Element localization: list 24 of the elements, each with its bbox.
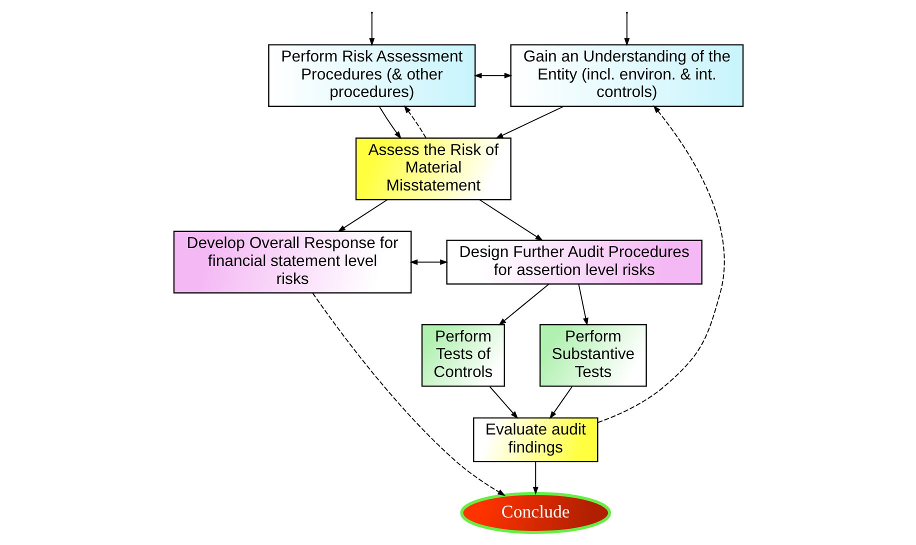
node-box: Perform Tests of Controls [420, 324, 504, 387]
arrow [473, 72, 512, 78]
arrow [368, 12, 374, 46]
node-box: Gain an Understanding of the Entity (incl. environ. & int. controls) [510, 44, 744, 107]
node-box: Design Further Audit Procedures for assertion level risks [446, 240, 702, 285]
arrow [403, 105, 426, 138]
node-box: Evaluate audit findings [472, 417, 598, 462]
arrow [488, 386, 518, 419]
arrow [478, 199, 543, 241]
node-box: Perform Substantive Tests [539, 324, 646, 387]
arrow [578, 284, 588, 326]
arrow [409, 259, 448, 265]
node-box: Assess the Risk of Material Misstatement [354, 138, 511, 200]
arrow [624, 12, 630, 46]
arrow [378, 106, 401, 140]
arrow [532, 461, 538, 495]
node-box: Perform Risk Assessment Procedures (& other procedures) [268, 44, 476, 107]
arrow [548, 386, 572, 420]
node-box: Develop Overall Response for financial statement level risks [172, 230, 412, 294]
arrow [596, 105, 724, 423]
arrow [337, 199, 388, 232]
node-ellipse: Conclude [460, 492, 611, 534]
arrow [498, 284, 549, 326]
arrow [494, 106, 564, 139]
